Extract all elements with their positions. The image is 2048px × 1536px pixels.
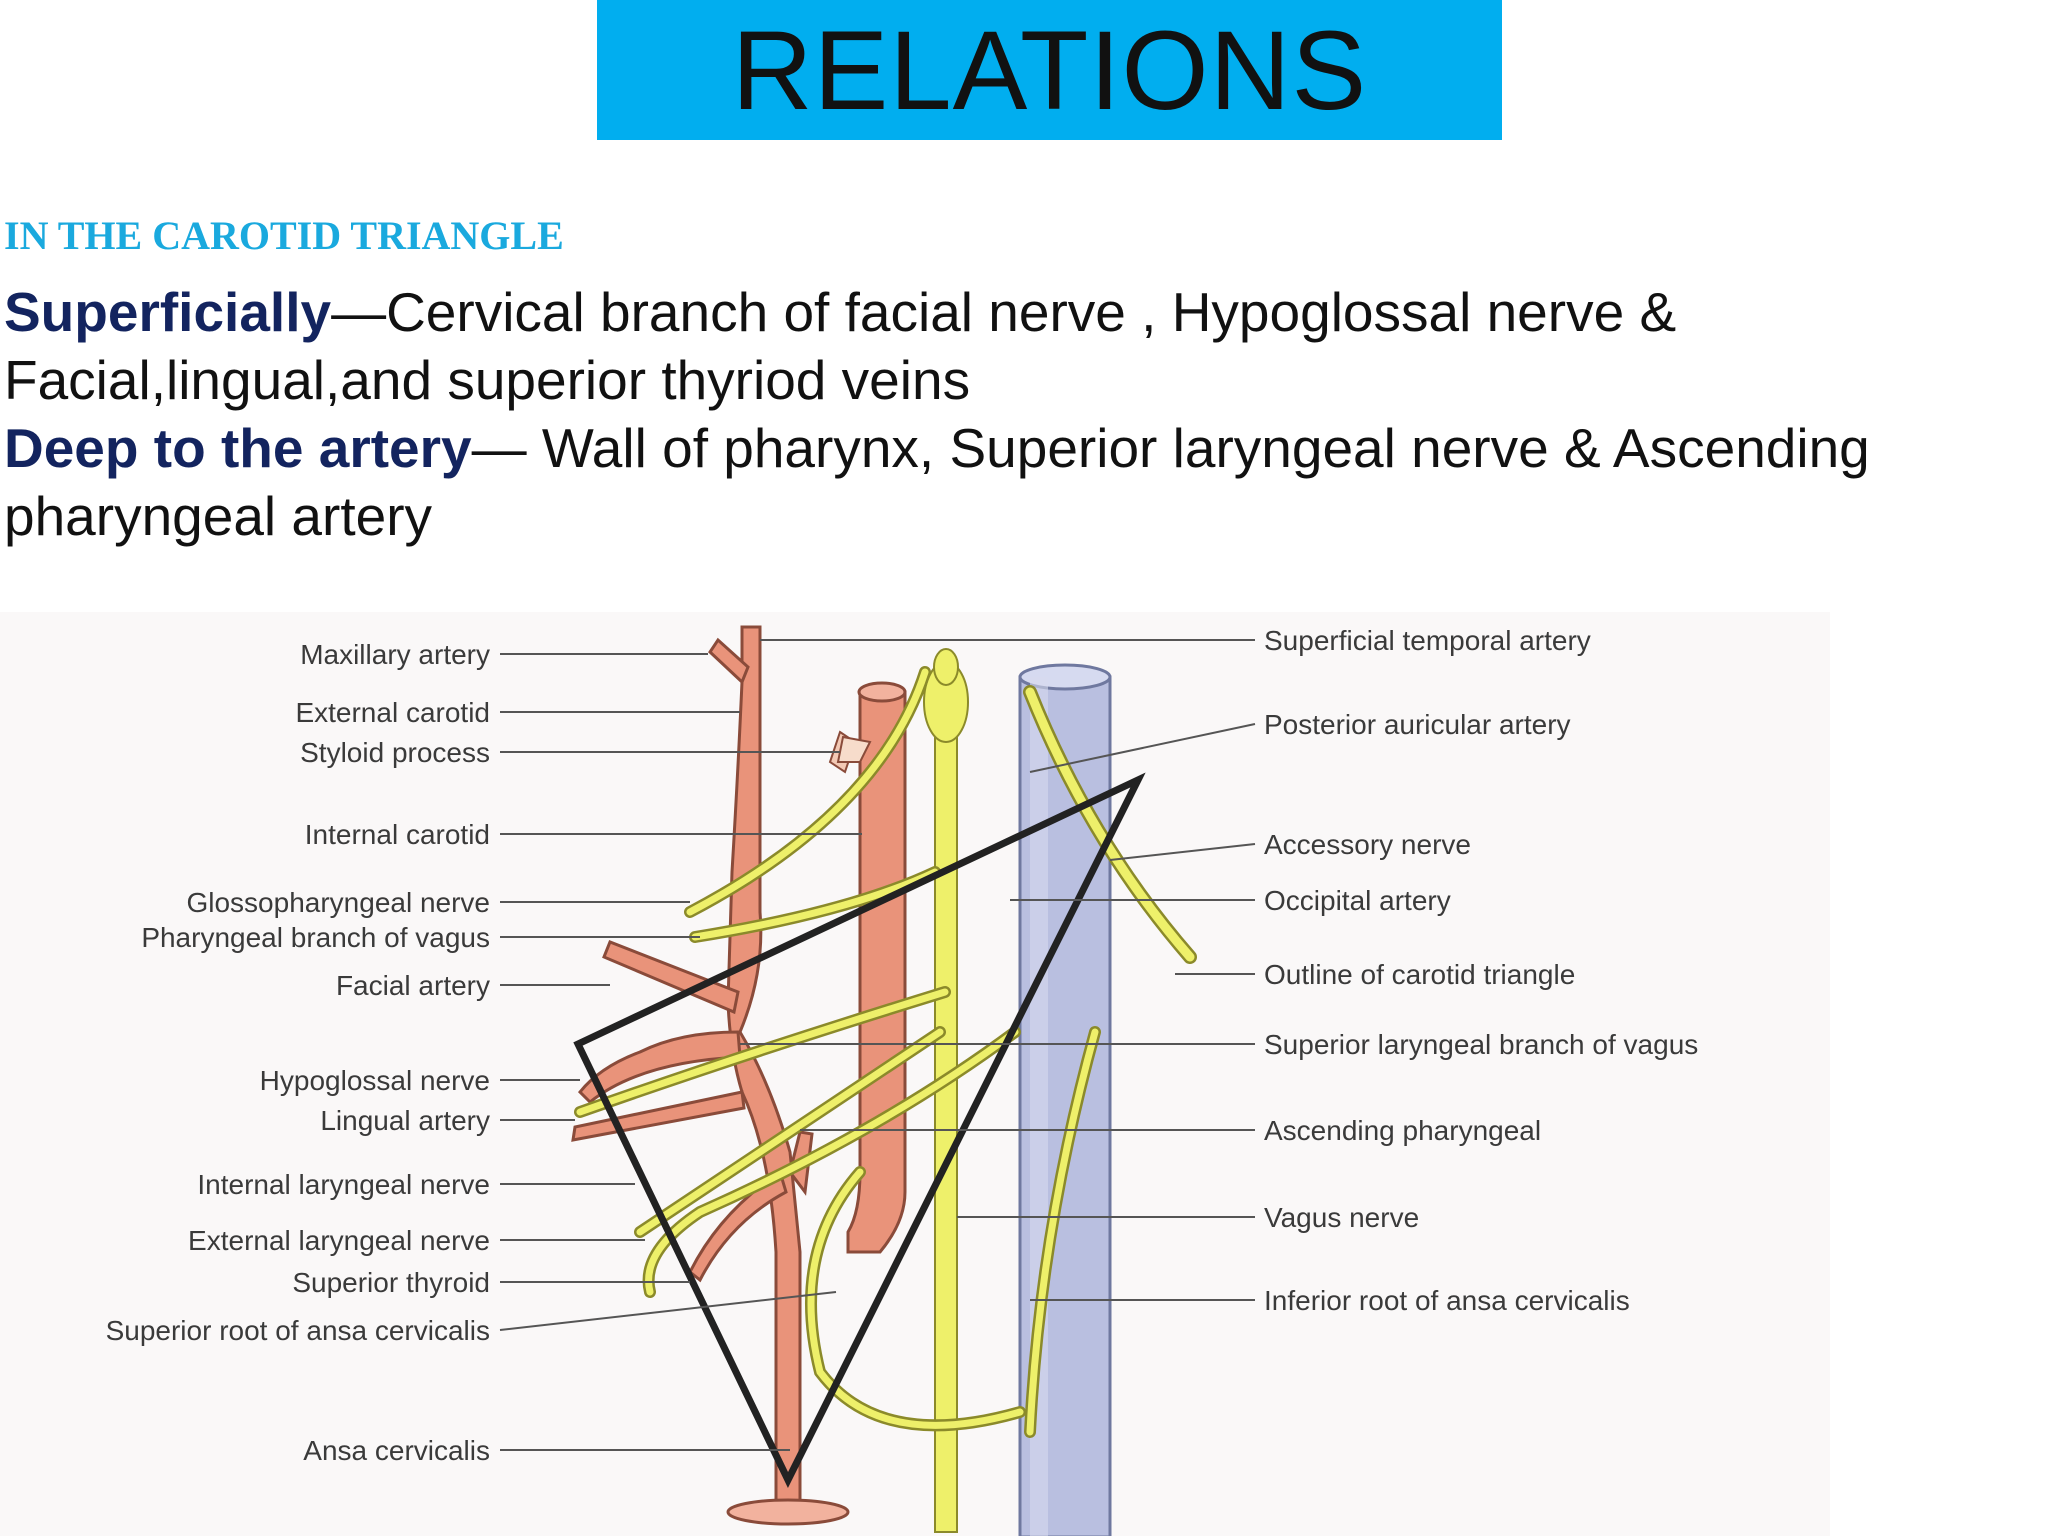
label-superficial-temporal-artery: Superficial temporal artery (1264, 625, 1591, 656)
superficial-description: —Cervical branch of facial nerve , Hypog… (4, 281, 1677, 411)
vagus-nerve (923, 648, 969, 1533)
deep-paragraph: Deep to the artery— Wall of pharynx, Sup… (4, 414, 2034, 550)
right-leader-lines (740, 639, 1256, 1301)
label-ascending-pharyngeal: Ascending pharyngeal (1264, 1115, 1541, 1146)
diagram-background (0, 612, 1830, 1536)
label-accessory-nerve: Accessory nerve (1264, 829, 1471, 860)
label-internal-laryngeal-nerve: Internal laryngeal nerve (197, 1169, 490, 1200)
superficial-paragraph: Superficially—Cervical branch of facial … (4, 278, 2034, 414)
label-styloid-process: Styloid process (300, 737, 490, 768)
title-banner: RELATIONS (597, 0, 1502, 140)
deep-keyword: Deep to the artery (4, 417, 472, 479)
label-superior-thyroid: Superior thyroid (292, 1267, 490, 1298)
label-external-laryngeal-nerve: External laryngeal nerve (188, 1225, 490, 1256)
label-internal-carotid: Internal carotid (305, 819, 490, 850)
label-external-carotid: External carotid (295, 697, 490, 728)
label-glossopharyngeal-nerve: Glossopharyngeal nerve (186, 887, 490, 918)
label-posterior-auricular-artery: Posterior auricular artery (1264, 709, 1571, 740)
left-labels: Maxillary artery External carotid Styloi… (106, 639, 490, 1466)
label-maxillary-artery: Maxillary artery (300, 639, 490, 670)
label-lingual-artery: Lingual artery (320, 1105, 490, 1136)
styloid-tip (836, 735, 872, 763)
label-pharyngeal-branch-vagus: Pharyngeal branch of vagus (141, 922, 490, 953)
label-outline-carotid-triangle: Outline of carotid triangle (1264, 959, 1575, 990)
superficial-keyword: Superficially (4, 281, 332, 343)
relations-text: Superficially—Cervical branch of facial … (4, 278, 2034, 550)
page-title: RELATIONS (731, 7, 1368, 133)
label-inferior-root-ansa: Inferior root of ansa cervicalis (1264, 1285, 1630, 1316)
nerves (574, 666, 1197, 1438)
label-occipital-artery: Occipital artery (1264, 885, 1451, 916)
carotid-triangle-diagram: Maxillary artery External carotid Styloi… (0, 612, 1830, 1536)
right-labels: Superficial temporal artery Posterior au… (1264, 625, 1698, 1316)
label-hypoglossal-nerve: Hypoglossal nerve (260, 1065, 490, 1096)
label-vagus-nerve: Vagus nerve (1264, 1202, 1419, 1233)
left-leader-lines (499, 653, 862, 1451)
deep-description: — Wall of pharynx, Superior laryngeal ne… (4, 417, 1870, 547)
section-subtitle: IN THE CAROTID TRIANGLE (4, 213, 564, 258)
diagram-svg: Maxillary artery External carotid Styloi… (0, 612, 1830, 1536)
label-superior-root-ansa: Superior root of ansa cervicalis (106, 1315, 490, 1346)
label-superior-laryngeal-branch: Superior laryngeal branch of vagus (1264, 1029, 1698, 1060)
label-facial-artery: Facial artery (336, 970, 490, 1001)
label-ansa-cervicalis: Ansa cervicalis (303, 1435, 490, 1466)
